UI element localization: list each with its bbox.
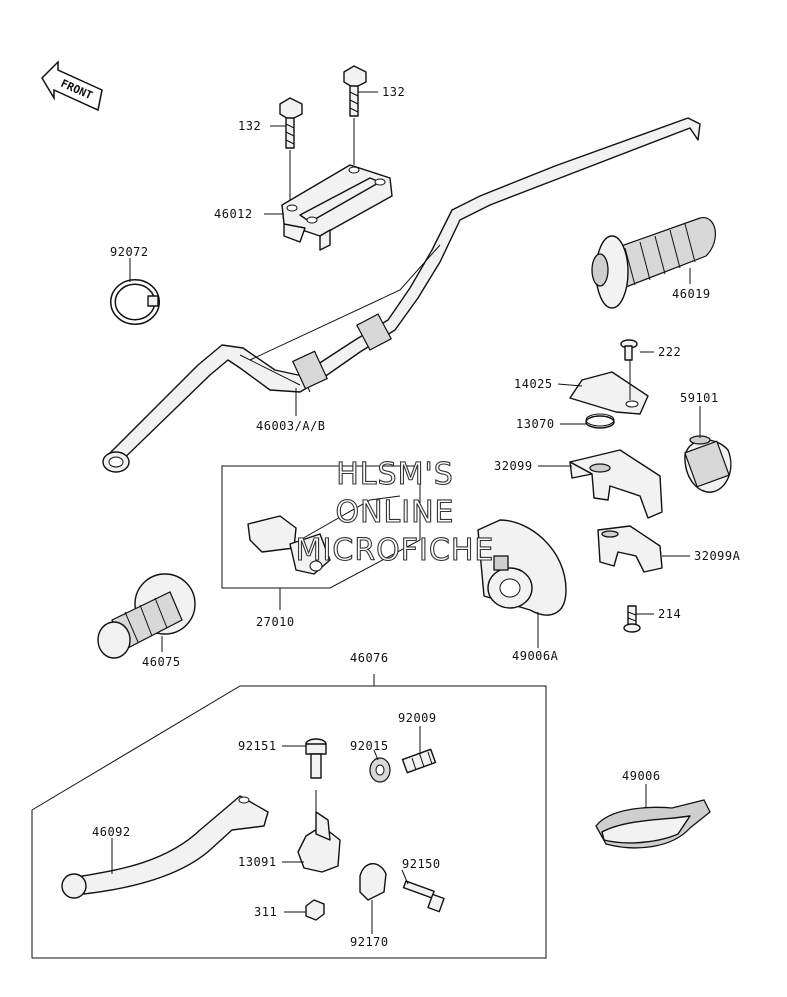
- callout-222: 222: [658, 345, 681, 359]
- callout-49006a: 49006A: [512, 649, 559, 663]
- leader-lines: [111, 91, 701, 934]
- callout-13070: 13070: [516, 417, 555, 431]
- throttle-49006a: [477, 519, 567, 616]
- callout-46003: 46003/A/B: [256, 419, 326, 433]
- ring-13070: [585, 413, 615, 429]
- callout-46019: 46019: [672, 287, 711, 301]
- callout-92009: 92009: [398, 711, 437, 725]
- band-92072: [110, 279, 160, 325]
- lever-assembly-46076: [31, 674, 547, 959]
- holder-13091: [297, 790, 341, 873]
- callout-59101: 59101: [680, 391, 719, 405]
- callout-13091: 13091: [238, 855, 277, 869]
- housing-32099: [569, 449, 663, 519]
- callout-132-right: 132: [382, 85, 405, 99]
- callout-27010: 27010: [256, 615, 295, 629]
- callout-14025: 14025: [514, 377, 553, 391]
- watermark: HLSM'S ONLINE MICROFICHE: [295, 456, 495, 568]
- callout-92170: 92170: [350, 935, 389, 949]
- handlebar: [102, 117, 701, 473]
- watermark-line1: HLSM'S: [336, 457, 454, 492]
- switch-27010: [221, 465, 421, 589]
- callout-32099: 32099: [494, 459, 533, 473]
- nut-311: [305, 899, 325, 921]
- screw-222: [620, 339, 638, 361]
- callout-49006: 49006: [622, 769, 661, 783]
- callout-46076: 46076: [350, 651, 389, 665]
- callout-92015: 92015: [350, 739, 389, 753]
- grip-46019: [591, 217, 716, 309]
- adjuster-92015: [369, 757, 391, 783]
- callout-311: 311: [254, 905, 277, 919]
- bolt-132-right: [343, 65, 367, 165]
- callout-46075: 46075: [142, 655, 181, 669]
- clamp-46012: [281, 164, 393, 251]
- lever-46092: [61, 795, 269, 899]
- watermark-line3: MICROFICHE: [296, 533, 495, 568]
- callout-32099a: 32099A: [694, 549, 741, 563]
- bolt-92150: [402, 880, 445, 913]
- callout-132-left: 132: [238, 119, 261, 133]
- bolt-92151: [305, 738, 327, 779]
- adjuster-92009: [401, 748, 437, 774]
- callout-214: 214: [658, 607, 681, 621]
- cover-49006: [595, 799, 711, 849]
- grip-46075: [97, 573, 196, 659]
- bolt-132-left: [279, 97, 303, 200]
- callout-46012: 46012: [214, 207, 253, 221]
- housing-59101: [684, 435, 732, 493]
- front-arrow-icon: FRONT: [41, 60, 103, 112]
- callout-46092: 46092: [92, 825, 131, 839]
- bracket-14025: [569, 360, 649, 415]
- housing-32099a: [597, 525, 663, 573]
- screw-214: [623, 605, 641, 633]
- callout-92151: 92151: [238, 739, 277, 753]
- callout-92150: 92150: [402, 857, 441, 871]
- clamp-92170: [359, 863, 387, 901]
- watermark-line2: ONLINE: [335, 495, 454, 530]
- callout-92072: 92072: [110, 245, 149, 259]
